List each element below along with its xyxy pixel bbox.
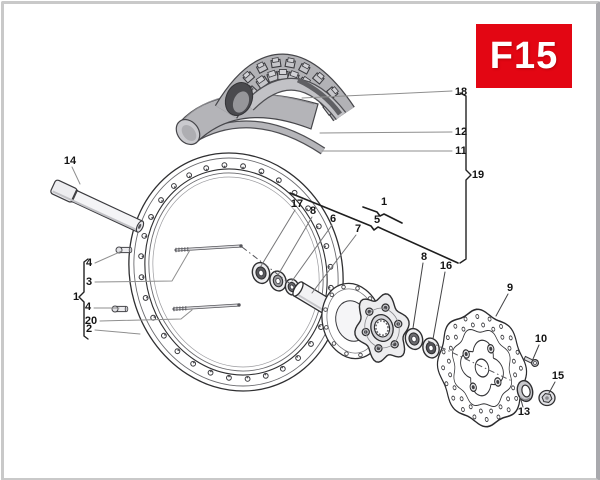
part-number-label: 19 — [472, 169, 484, 181]
part-number-label: 14 — [64, 155, 77, 167]
part-number-label: 9 — [507, 282, 513, 294]
wheel-hub — [321, 282, 440, 363]
part-number-label: 2 — [86, 323, 92, 335]
part-number-label: 17 — [291, 198, 303, 210]
part-number-label: 4 — [85, 301, 92, 313]
part-number-label: 8 — [421, 251, 427, 263]
part-number-label: 3 — [86, 276, 92, 288]
part-number-label: 16 — [440, 260, 452, 272]
front-axle — [50, 179, 145, 233]
part-number-label: 1 — [381, 196, 387, 208]
tire-mousse-rimband-stack — [175, 53, 355, 155]
small-fasteners — [516, 355, 556, 407]
wheel-rim — [128, 152, 344, 392]
part-number-label: 13 — [518, 406, 530, 418]
brake-disc — [436, 308, 528, 428]
page-code-badge: F15 — [476, 24, 572, 88]
part-number-label: 8 — [310, 205, 316, 217]
part-number-label: 20 — [85, 315, 97, 327]
part-number-label: 6 — [330, 213, 336, 225]
part-number-label: 12 — [455, 126, 467, 138]
part-number-label: 5 — [374, 214, 380, 226]
axis-construction-lines — [241, 246, 513, 382]
part-number-label: 7 — [355, 223, 361, 235]
part-number-label: 10 — [535, 333, 547, 345]
part-number-label: 15 — [552, 370, 564, 382]
part-number-label: 4 — [86, 257, 93, 269]
spokes-and-nipples — [111, 244, 243, 313]
part-number-label: 1 — [73, 291, 79, 303]
page-code-text: F15 — [489, 34, 559, 77]
part-number-label: 11 — [455, 145, 467, 157]
